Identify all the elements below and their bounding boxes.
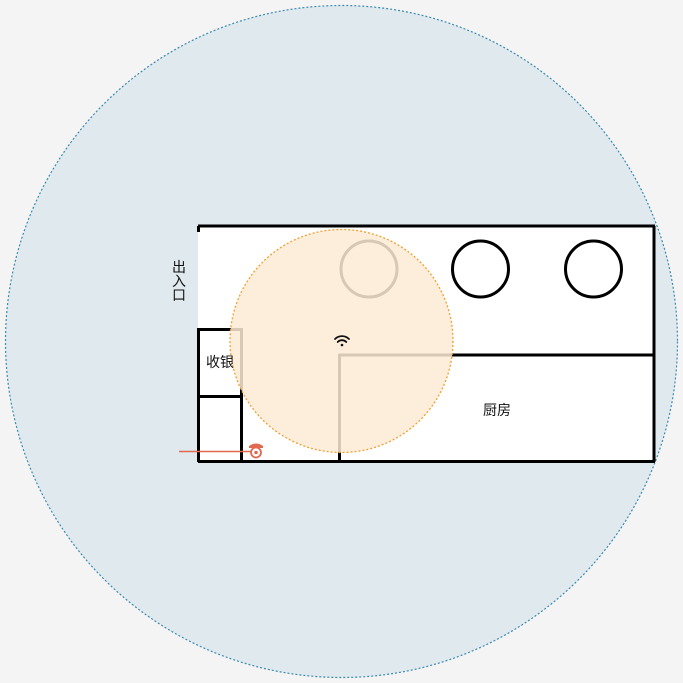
kitchen-label: 厨房 — [483, 402, 511, 418]
entrance-char-3: 口 — [172, 287, 186, 303]
table-3 — [564, 239, 623, 299]
table-2 — [451, 239, 510, 299]
cashier-label: 收银 — [206, 354, 234, 370]
entrance-char-2: 入 — [172, 273, 186, 289]
entrance-char-1: 出 — [172, 259, 186, 275]
outer-walls — [197, 224, 656, 463]
camera-icon[interactable] — [249, 443, 263, 459]
wifi-icon[interactable] — [334, 335, 350, 347]
entrance-label: 出 入 口 — [172, 259, 186, 303]
